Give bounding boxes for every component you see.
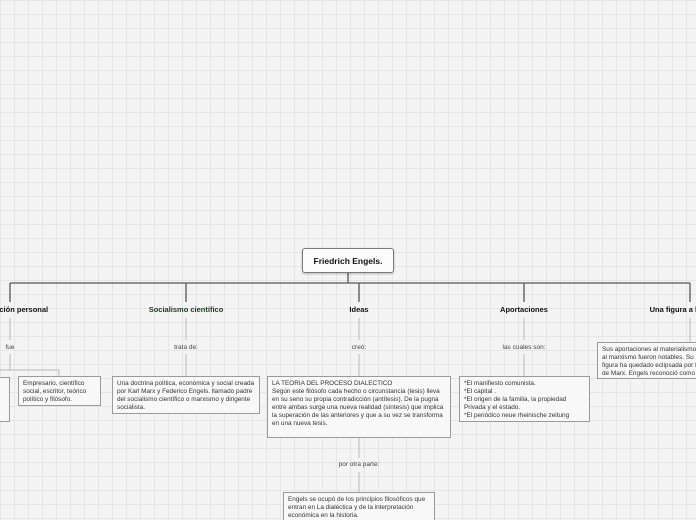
personal-links <box>0 318 60 377</box>
note-aportaciones[interactable]: *El manifiesto comunista. *El capital . … <box>459 376 590 422</box>
note-personal-offscreen[interactable] <box>0 377 10 422</box>
note-figura[interactable]: Sus aportaciones al materialismo y al ma… <box>597 342 696 379</box>
link-fue: fue <box>5 344 15 351</box>
branch-informacion-personal[interactable]: Información personal <box>0 305 49 314</box>
link-trata-de: trata de: <box>174 344 198 351</box>
link-creo: creó: <box>351 344 367 351</box>
branch-ideas[interactable]: Ideas <box>349 305 369 314</box>
note-personal[interactable]: Empresario, científico social, escritor,… <box>18 376 101 406</box>
branch-aportaciones[interactable]: Aportaciones <box>500 305 548 314</box>
link-cuales-son: las cuales son: <box>502 344 546 351</box>
root-node[interactable]: Friedrich Engels. <box>302 248 394 273</box>
note-socialismo[interactable]: Una doctrina política, económica y socia… <box>112 376 260 414</box>
link-por-otra-parte: por otra parte: <box>338 461 380 468</box>
branch-figura-sombra[interactable]: Una figura a la sombra <box>649 305 696 314</box>
note-ideas-principios[interactable]: Engels se ocupó de los principios filosó… <box>283 492 435 520</box>
branch-socialismo-cientifico[interactable]: Socialismo científico <box>148 305 224 314</box>
note-ideas-dialectica[interactable]: LA TEORIA DEL PROCESO DIALECTICO Según e… <box>267 376 451 438</box>
branch-drops <box>9 283 691 302</box>
